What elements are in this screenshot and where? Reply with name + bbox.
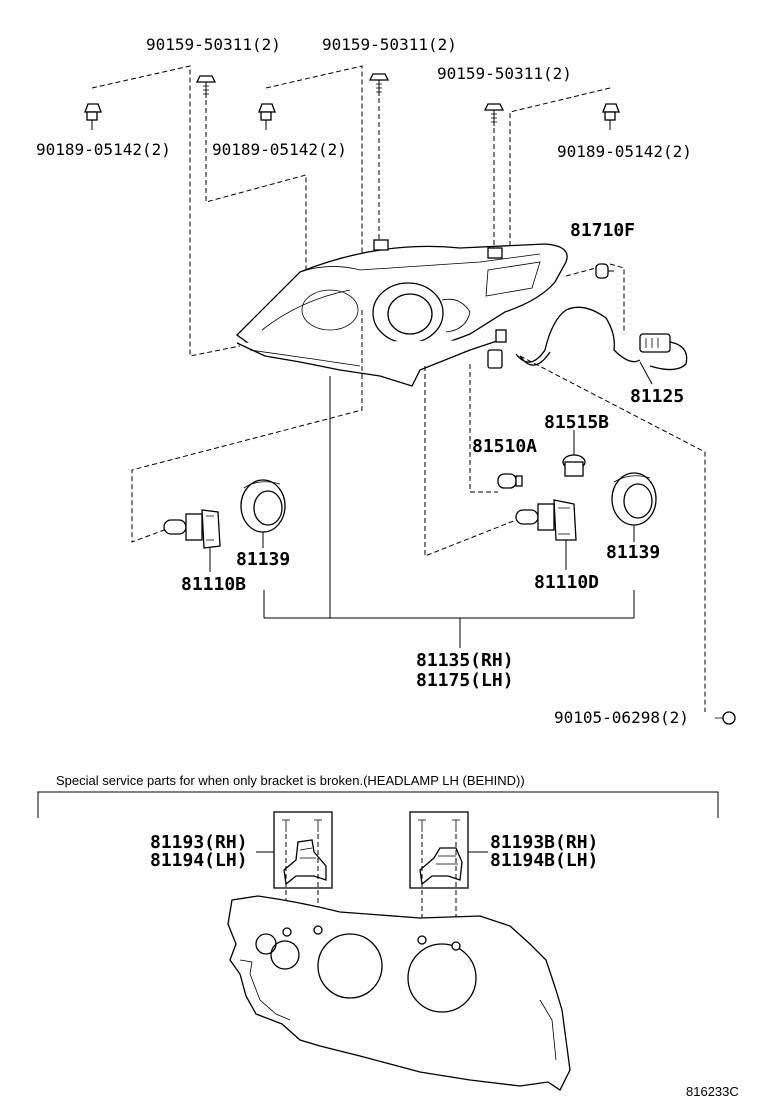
- assembly-bracket-lines: [263, 376, 635, 648]
- bolt-icon-2: [368, 73, 390, 96]
- callout-assy-lh: 81175(LH): [416, 670, 514, 691]
- side-marker-bulb-icon: [595, 263, 614, 279]
- kit-a-rh-label: 81193(RH): [150, 832, 248, 853]
- bracket-kit-a-icon: [273, 811, 333, 889]
- callout-cover-left: 81139: [236, 549, 290, 570]
- leader-side-bulb: [565, 267, 597, 277]
- bulb-81110d-icon: [515, 499, 577, 570]
- callout-bolt-1: 90159-50311(2): [146, 35, 281, 54]
- socket-icon: [562, 430, 586, 477]
- callout-side-bulb: 81710F: [570, 220, 635, 241]
- leader-wedge-bulb: [469, 364, 498, 493]
- figure-code: 816233C: [686, 1084, 739, 1099]
- wedge-bulb-icon: [497, 473, 523, 489]
- leader-81125: [639, 361, 653, 385]
- callout-socket: 81515B: [544, 412, 609, 433]
- cap-cover-right-icon: [611, 472, 657, 542]
- bracket-section-frame: [37, 791, 719, 818]
- wire-harness-icon: [487, 306, 688, 371]
- callout-wedge-bulb: 81510A: [472, 436, 537, 457]
- bracket-kit-b-icon: [409, 811, 469, 889]
- nut-icon-2: [258, 103, 276, 130]
- callout-cover-right: 81139: [606, 542, 660, 563]
- part-leaders: [131, 310, 706, 712]
- callout-assy-rh: 81135(RH): [416, 650, 514, 671]
- screw-icon: [715, 711, 736, 725]
- callout-wire-harness: 81125: [630, 386, 684, 407]
- fastener-leaders: [91, 65, 611, 357]
- leader-side-bulb-2: [609, 263, 625, 334]
- kit-a-lh-label: 81194(LH): [150, 850, 248, 871]
- cap-cover-left-icon: [240, 479, 286, 548]
- bulb-81110b-icon: [163, 509, 221, 572]
- kit-b-rh-label: 81193B(RH): [490, 832, 598, 853]
- callout-bulb-high: 81110D: [534, 572, 599, 593]
- callout-bulb-low: 81110B: [181, 574, 246, 595]
- bolt-icon-3: [483, 103, 505, 126]
- callout-screw: 90105-06298(2): [554, 708, 689, 727]
- nut-icon-3: [602, 103, 620, 130]
- callout-bolt-3: 90159-50311(2): [437, 64, 572, 83]
- callout-nut-1: 90189-05142(2): [36, 140, 171, 159]
- bracket-note: Special service parts for when only brac…: [56, 773, 525, 788]
- callout-nut-2: 90189-05142(2): [212, 140, 347, 159]
- callout-nut-3: 90189-05142(2): [557, 142, 692, 161]
- bolt-icon-1: [195, 75, 217, 98]
- callout-bolt-2: 90159-50311(2): [322, 35, 457, 54]
- headlamp-housing-rear-icon: [227, 895, 571, 1091]
- kit-b-lh-label: 81194B(LH): [490, 850, 598, 871]
- nut-icon-1: [84, 103, 102, 130]
- headlamp-assembly-icon: [236, 239, 568, 387]
